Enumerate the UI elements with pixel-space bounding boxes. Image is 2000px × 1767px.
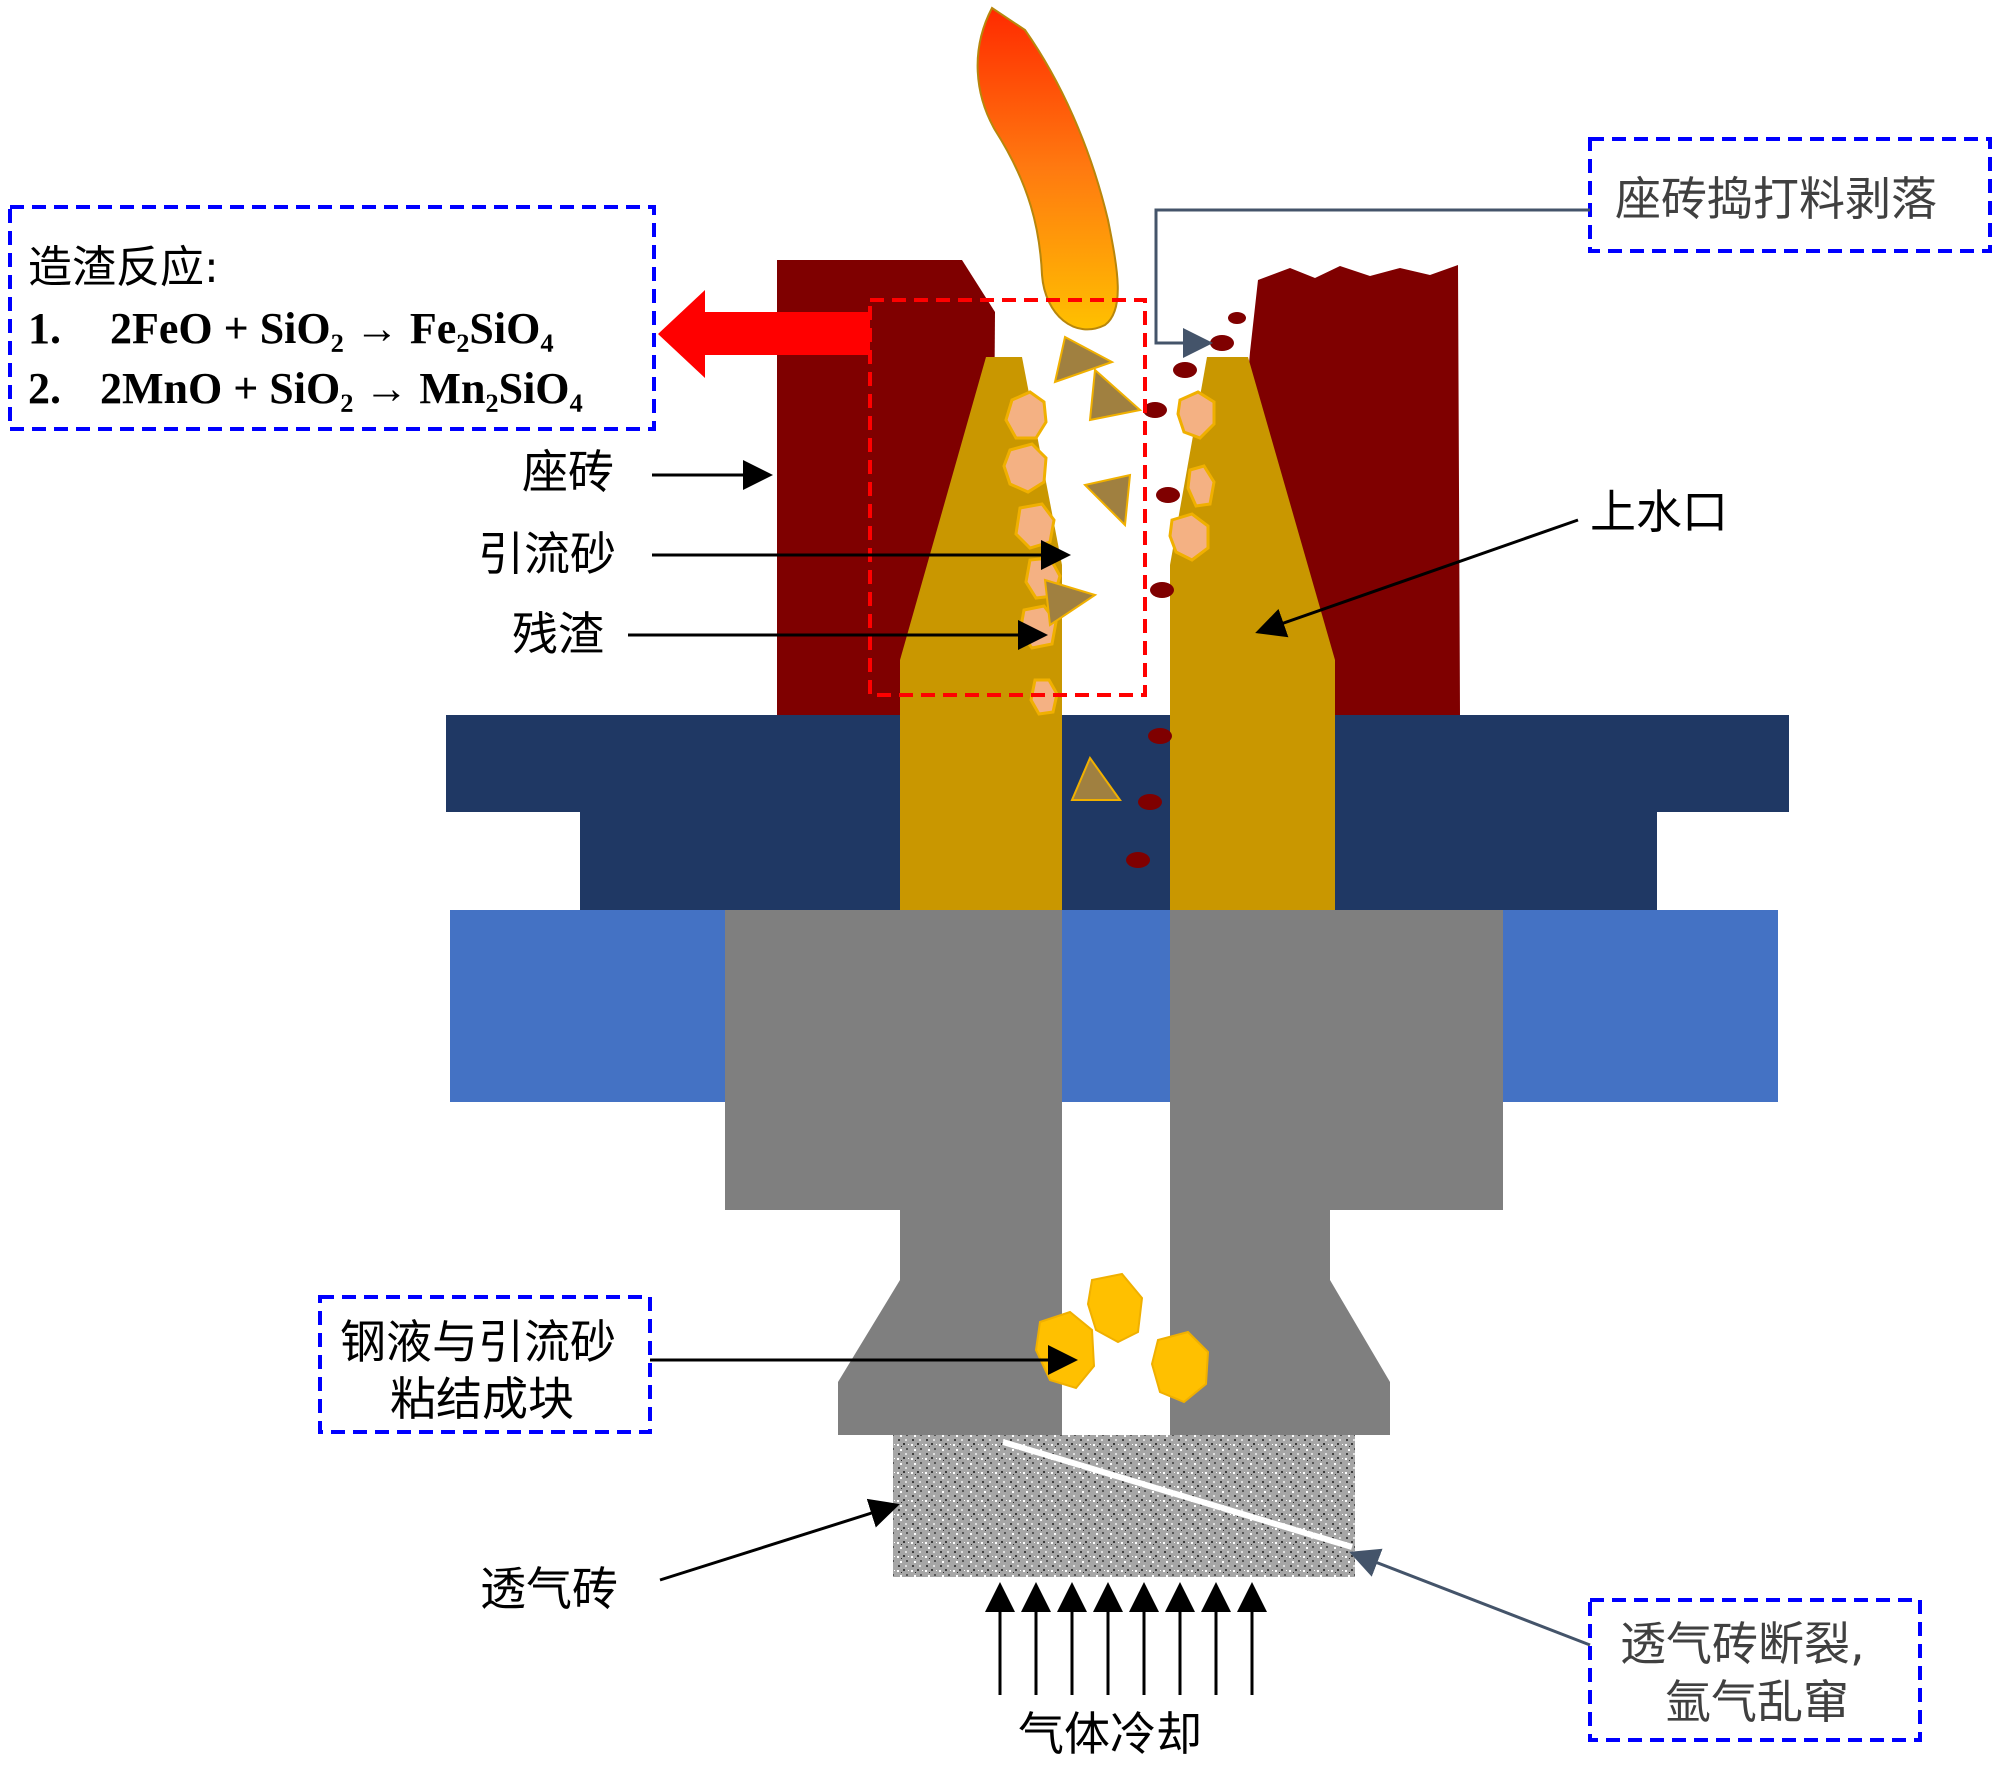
arrow-plug-break: [1349, 1548, 1591, 1647]
label-plug-break-line2: 氩气乱窜: [1665, 1675, 1849, 1729]
label-upper-nozzle: 上水口: [1590, 485, 1728, 539]
label-seat-brick: 座砖: [522, 445, 614, 499]
drainage-sand-cluster: [1002, 390, 1216, 716]
flame: [976, 6, 1119, 331]
lower-nozzle-right: [1170, 910, 1503, 1435]
label-porous-plug: 透气砖: [480, 1562, 618, 1616]
navy-block: [446, 715, 1789, 910]
red-dashed-box: [868, 298, 1147, 697]
gas-cooling-arrows: [985, 1582, 1267, 1695]
reaction-title: 造渣反应:: [28, 242, 219, 293]
label-gas-cooling: 气体冷却: [1018, 1707, 1202, 1761]
arrow-upper-nozzle: [1255, 518, 1579, 638]
spall-label-box: [1588, 137, 1992, 253]
big-red-arrow: [658, 290, 870, 378]
reaction-1-equation: 2FeO + SiO₂ → Fe₂SiO₄: [110, 304, 554, 353]
label-plug-break-line1: 透气砖断裂,: [1620, 1617, 1865, 1671]
residual-slag-cluster: [1043, 335, 1143, 801]
reaction-1-number: 1.: [28, 304, 61, 353]
plug-crack: [1002, 1439, 1353, 1550]
spall-droplets: [1126, 312, 1246, 868]
label-bond-line1: 钢液与引流砂: [340, 1315, 616, 1369]
label-seat-brick-spall: 座砖捣打料剥落: [1615, 172, 1937, 226]
label-drainage-sand: 引流砂: [478, 527, 616, 581]
blue-block: [450, 910, 1778, 1102]
bond-label-box: [318, 1295, 652, 1434]
label-residual-slag: 残渣: [512, 607, 604, 661]
label-bond-line2: 粘结成块: [390, 1372, 574, 1426]
plug-break-label-box: [1588, 1598, 1922, 1742]
porous-plug: [893, 1435, 1355, 1577]
reaction-2-equation: 2MnO + SiO₂ → Mn₂SiO₄: [100, 364, 583, 413]
arrow-porous-plug: [659, 1498, 900, 1582]
reaction-2-number: 2.: [28, 364, 61, 413]
reaction-box: [8, 205, 656, 431]
arrow-spall: [1154, 208, 1590, 358]
lower-nozzle-left: [725, 910, 1062, 1435]
